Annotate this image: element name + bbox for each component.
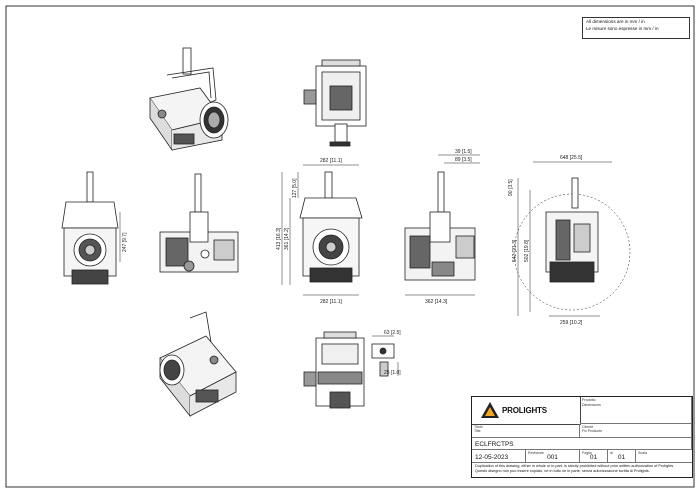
footer-line2: Questo disegno non puo essere copiato, n… [475, 469, 650, 473]
sheet-cell: Foglio 01 [580, 450, 608, 463]
title-block: PROLIGHTS Prodotto Dimensions Titolo Tit… [471, 396, 693, 478]
brand-name: PROLIGHTS [502, 406, 547, 415]
customer-value: Fix Products [582, 429, 602, 433]
units-note-line2: Le misure sono espresse in mm / in [586, 26, 659, 31]
front-view-small [61, 171, 121, 285]
scale-cell: Scala [636, 450, 692, 463]
product-value: Dimensions [582, 403, 601, 407]
title-caption: Titolo [474, 425, 483, 429]
dim-rear-side: 90 [3.5] [508, 179, 514, 196]
dim-bracket-h: 25 [1.0] [384, 370, 401, 376]
sheet-frame [5, 5, 695, 488]
of-caption: di [610, 451, 613, 455]
dim-side-d2: 89 [3.5] [455, 157, 472, 163]
brand-area: PROLIGHTS [472, 397, 581, 425]
dim-rear-height: 542 [21.3] [512, 239, 518, 262]
dim-rear-inner: 502 [19.8] [524, 239, 530, 262]
scale-caption: Scala [638, 451, 647, 455]
units-note-line1: All dimensions are in mm / in [586, 19, 645, 24]
date-cell: 12-05-2023 [472, 450, 526, 463]
isometric-view-top [149, 47, 229, 152]
dim-side-d1: 39 [1.5] [455, 149, 472, 155]
dim-front-height: 413 [16.3] [276, 227, 282, 250]
customer-cell: Cliente Fix Products [580, 424, 692, 438]
copyright-footer: Duplication of this drawing, either in w… [472, 463, 692, 477]
top-view-lower [303, 331, 365, 409]
dim-front-base: 282 [11.1] [320, 299, 342, 305]
rear-view-dimensioned [513, 161, 631, 317]
units-note: All dimensions are in mm / in Le misure … [582, 17, 690, 39]
dim-bracket-w: 63 [2.5] [384, 330, 401, 336]
code-cell: ECLFRCTPS [472, 438, 692, 450]
title-cell: Titolo Title [472, 424, 580, 438]
revision-caption: Revisione [528, 451, 544, 455]
dim-rear-base: 259 [10.2] [560, 320, 583, 326]
dim-left-small-height: 247 [9.7] [122, 232, 128, 252]
product-cell: Prodotto Dimensions [580, 397, 692, 424]
top-view-upper [303, 59, 367, 147]
title-value: Title [474, 429, 481, 433]
drawing-date: 12-05-2023 [475, 454, 509, 461]
side-view-dimensioned [404, 154, 480, 296]
prolights-logo-icon [481, 402, 499, 418]
side-view-small [159, 173, 239, 273]
footer-line1: Duplication of this drawing, either in w… [475, 464, 675, 468]
dim-rear-top: 648 [25.5] [560, 155, 583, 161]
product-caption: Prodotto [582, 398, 596, 402]
dim-side-width: 362 [14.3] [425, 299, 448, 305]
revision-value: 001 [547, 454, 558, 461]
revision-cell: Revisione 001 [526, 450, 580, 463]
bracket-detail [371, 335, 399, 377]
dim-front-width: 282 [11.1] [320, 158, 342, 164]
customer-caption: Cliente [582, 425, 594, 429]
drawing-code: ECLFRCTPS [475, 441, 514, 448]
front-view-dimensioned [281, 164, 363, 296]
total-sheets-cell: di 01 [608, 450, 636, 463]
isometric-view-bottom [159, 311, 237, 418]
sheet-value: 01 [589, 454, 598, 461]
sheet-caption: Foglio [582, 451, 592, 455]
total-sheets-value: 01 [617, 454, 626, 461]
dim-front-height-b: 361 [14.2] [284, 227, 290, 250]
dim-front-top: 127 [5.0] [292, 178, 298, 198]
